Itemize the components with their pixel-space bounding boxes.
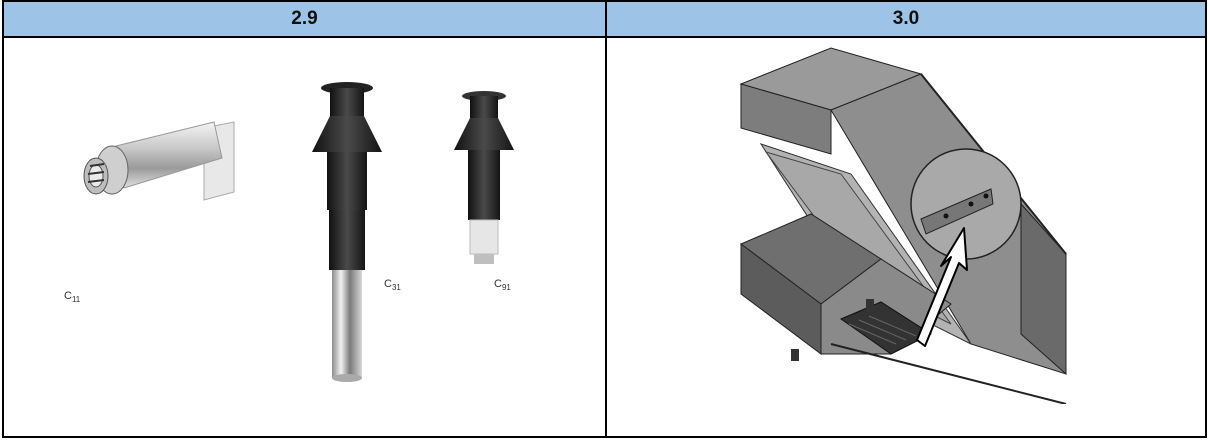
flue-terminals-cell: C11 C31 C91: [4, 38, 607, 436]
short-terminal-image: [454, 91, 514, 264]
product-label-c31: C31: [384, 278, 401, 293]
product-label-c11: C11: [64, 290, 81, 305]
column-header-3-0: 3.0: [607, 2, 1205, 38]
column-header-2-9: 2.9: [4, 2, 607, 38]
wall-terminal-image: [83, 121, 235, 201]
product-label-c91: C91: [494, 278, 511, 293]
installation-diagram-cell: [607, 38, 1205, 436]
vertical-terminal-image: [312, 82, 382, 382]
up-arrow-icon: [916, 227, 968, 347]
fireplace-underside-drawing: [739, 47, 1067, 404]
